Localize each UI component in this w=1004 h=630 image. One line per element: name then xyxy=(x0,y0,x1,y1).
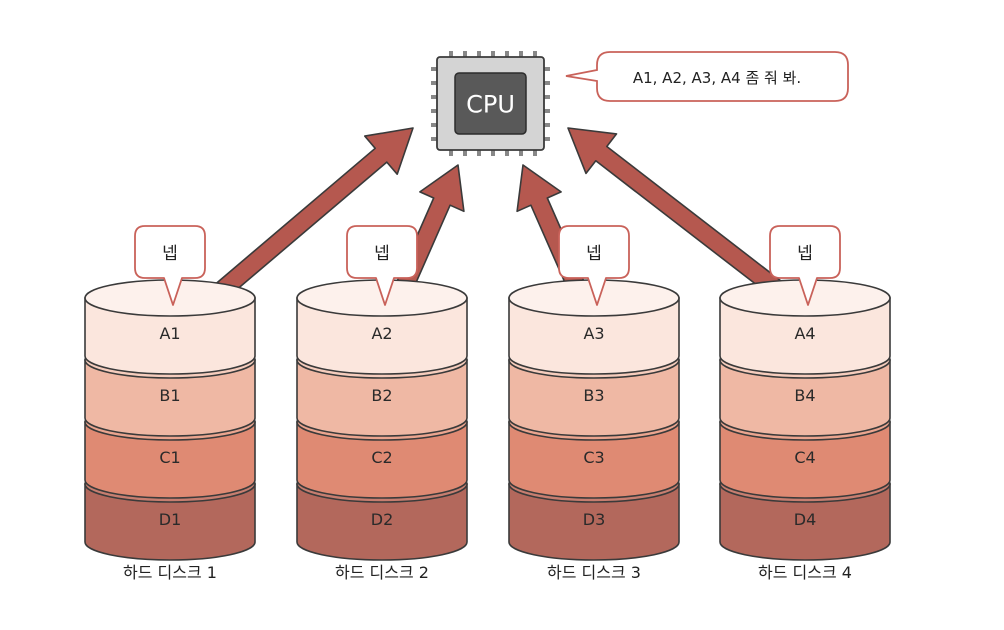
cpu-pin xyxy=(519,51,523,58)
reply-bubble-shape xyxy=(769,225,841,306)
disk-block-body xyxy=(508,421,680,499)
disk-block-label: D2 xyxy=(371,510,394,529)
disk-block-body xyxy=(719,297,891,375)
cpu-pin xyxy=(505,149,509,156)
hard-disk-3: D3 C3 B3 A3 하드 디스크 3 넵 xyxy=(508,225,680,582)
cpu-pin xyxy=(543,67,550,71)
disk-block-label: D3 xyxy=(583,510,606,529)
reply-bubble: 넵 xyxy=(134,225,206,306)
cpu-pin xyxy=(449,51,453,58)
disk-block-label: A3 xyxy=(583,324,604,343)
cpu-pin xyxy=(431,109,438,113)
cpu-pin xyxy=(543,109,550,113)
disk-name: 하드 디스크 3 xyxy=(547,563,641,582)
reply-text: 넵 xyxy=(586,244,602,264)
cpu-pin xyxy=(477,51,481,58)
disk-block-body xyxy=(296,359,468,437)
disk-block-body xyxy=(508,483,680,561)
cpu-speech-text: A1, A2, A3, A4 좀 줘 봐. xyxy=(633,69,801,87)
disk-block-body xyxy=(84,359,256,437)
reply-bubble-shape xyxy=(346,225,418,306)
cpu-pin xyxy=(543,95,550,99)
cpu-pin xyxy=(543,81,550,85)
disk-block-body xyxy=(719,359,891,437)
reply-text: 넵 xyxy=(797,244,813,264)
cpu-pin xyxy=(431,81,438,85)
disk-block-body xyxy=(296,297,468,375)
cpu-pin xyxy=(463,51,467,58)
cpu-pin xyxy=(491,51,495,58)
cpu-chip: CPU xyxy=(431,51,550,156)
reply-text: 넵 xyxy=(162,244,178,264)
disks-layer: D1 C1 B1 A1 하드 디스크 1 넵 D2 C2 B2 A2 하드 디스크 2 넵 D3 C3 B3… xyxy=(84,225,891,582)
disk-block: A1 xyxy=(84,279,256,375)
disk-block-body xyxy=(719,421,891,499)
disk-name: 하드 디스크 1 xyxy=(123,563,217,582)
disk-block-body xyxy=(508,359,680,437)
disk-block-body xyxy=(84,483,256,561)
disk-block-label: C2 xyxy=(371,448,392,467)
disk-block-body xyxy=(84,421,256,499)
disk-block-body xyxy=(296,483,468,561)
cpu-pin xyxy=(431,67,438,71)
disk-block-label: B4 xyxy=(794,386,815,405)
hard-disk-4: D4 C4 B4 A4 하드 디스크 4 넵 xyxy=(719,225,891,582)
arrow-to-cpu xyxy=(213,127,414,300)
disk-block-label: D1 xyxy=(159,510,182,529)
disk-block-body xyxy=(296,421,468,499)
disk-block-label: A2 xyxy=(371,324,392,343)
disk-block-label: C4 xyxy=(794,448,815,467)
disk-block-body xyxy=(719,483,891,561)
cpu-pin xyxy=(519,149,523,156)
cpu-pin xyxy=(491,149,495,156)
cpu-pin xyxy=(431,95,438,99)
hard-disk-2: D2 C2 B2 A2 하드 디스크 2 넵 xyxy=(296,225,468,582)
arrow-to-cpu xyxy=(567,127,785,298)
cpu-speech-bubble-shape xyxy=(565,51,849,102)
disk-block-label: B1 xyxy=(159,386,180,405)
hard-disk-1: D1 C1 B1 A1 하드 디스크 1 넵 xyxy=(84,225,256,582)
cpu-pin xyxy=(543,137,550,141)
reply-bubble: 넵 xyxy=(558,225,630,306)
reply-bubble: 넵 xyxy=(769,225,841,306)
cpu-pin xyxy=(533,51,537,58)
cpu-pin xyxy=(431,123,438,127)
cpu-pin xyxy=(533,149,537,156)
disk-name: 하드 디스크 2 xyxy=(335,563,429,582)
cpu-pin xyxy=(477,149,481,156)
disk-block-label: D4 xyxy=(794,510,817,529)
disk-block-label: C1 xyxy=(159,448,180,467)
disk-block-label: A1 xyxy=(159,324,180,343)
cpu-pin xyxy=(543,123,550,127)
disk-block-label: A4 xyxy=(794,324,815,343)
cpu-speech-bubble: A1, A2, A3, A4 좀 줘 봐. xyxy=(565,51,849,102)
disk-block-label: B2 xyxy=(371,386,392,405)
disk-block-label: B3 xyxy=(583,386,604,405)
cpu-label: CPU xyxy=(466,91,515,119)
cpu-pin xyxy=(431,137,438,141)
reply-bubble: 넵 xyxy=(346,225,418,306)
cpu-core xyxy=(454,72,527,135)
disk-block-body xyxy=(508,297,680,375)
reply-text: 넵 xyxy=(374,244,390,264)
arrows-layer xyxy=(213,127,785,300)
disk-name: 하드 디스크 4 xyxy=(758,563,852,582)
disk-block-body xyxy=(84,297,256,375)
disk-block-label: C3 xyxy=(583,448,604,467)
reply-bubble-shape xyxy=(134,225,206,306)
cpu-pin xyxy=(505,51,509,58)
cpu-pin xyxy=(463,149,467,156)
cpu-pin xyxy=(449,149,453,156)
reply-bubble-shape xyxy=(558,225,630,306)
